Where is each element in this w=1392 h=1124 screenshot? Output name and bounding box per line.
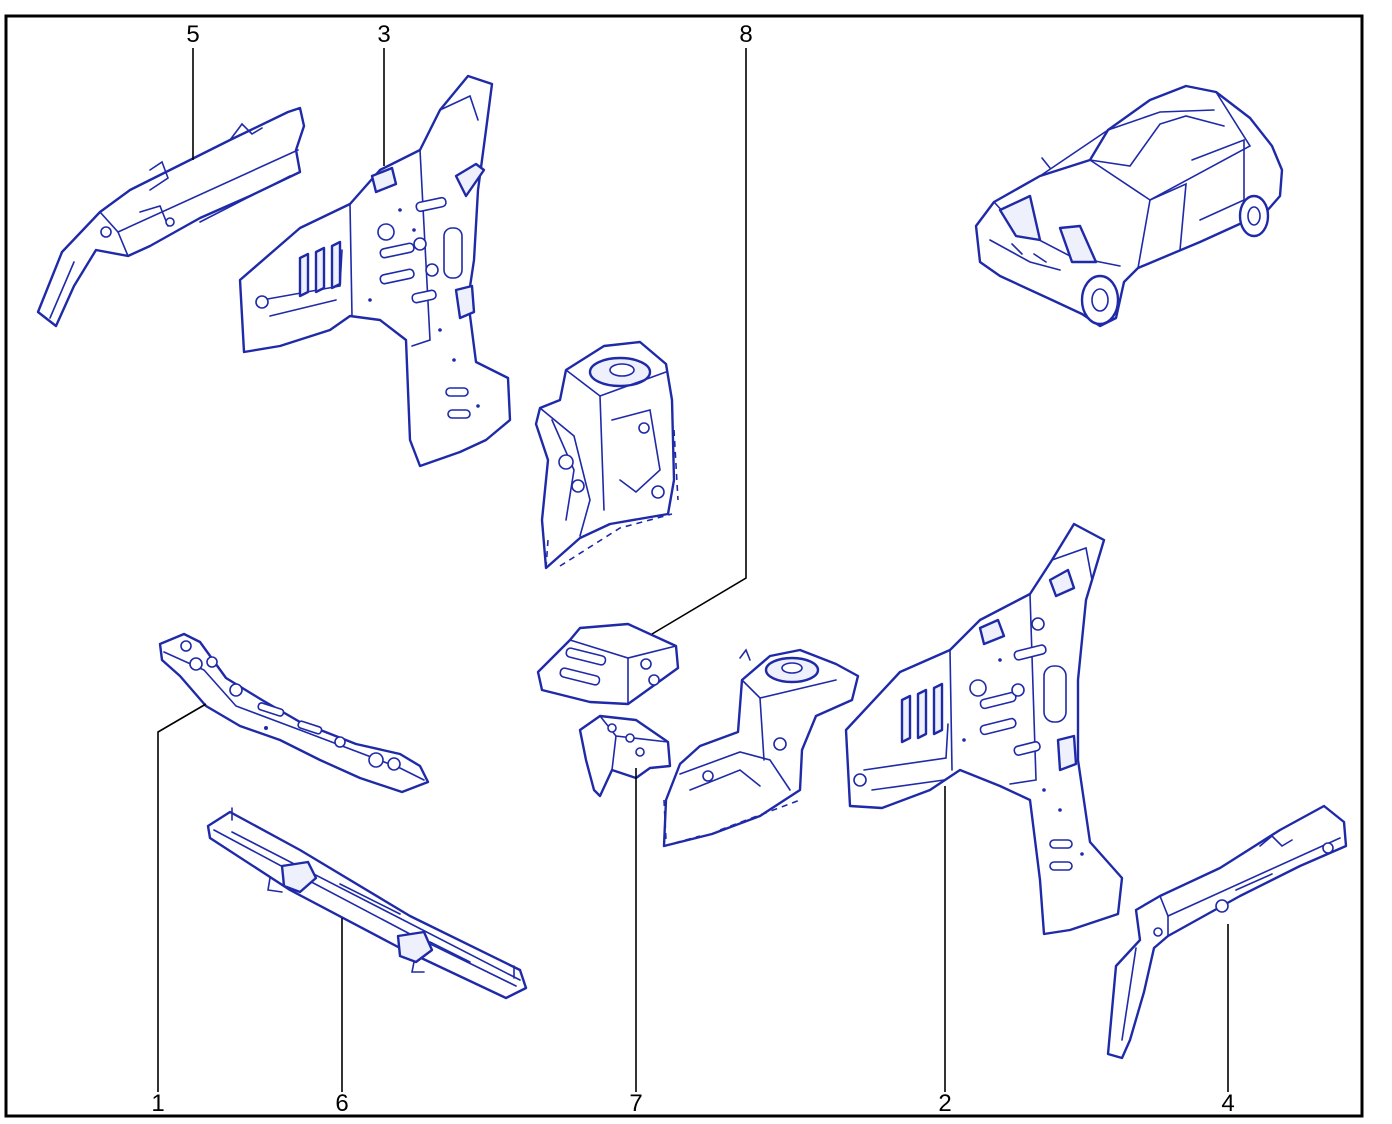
part-5-upper-rail <box>36 106 306 328</box>
leader-8 <box>651 48 747 635</box>
part-3-side-panel-left <box>238 74 512 468</box>
callout-6: 6 <box>335 1090 348 1117</box>
part-strut-tower-upper <box>534 340 679 570</box>
part-1-cross-member <box>158 632 430 794</box>
part-6-lower-rail <box>206 807 528 1000</box>
callout-7: 7 <box>629 1090 642 1117</box>
callout-8: 8 <box>739 21 752 48</box>
part-strut-tower-lower <box>662 648 860 848</box>
part-2-side-panel-right <box>844 522 1124 936</box>
part-7-support-bracket <box>578 714 672 798</box>
part-8-bracket-plate <box>536 622 680 706</box>
callout-2: 2 <box>938 1090 951 1117</box>
car-outline-icon <box>974 84 1284 328</box>
callout-1: 1 <box>151 1090 164 1117</box>
diagram-border <box>4 14 1364 1118</box>
callout-4: 4 <box>1221 1090 1234 1117</box>
leader-lines <box>157 48 1229 1092</box>
part-4-lower-rail <box>1106 804 1348 1060</box>
callout-5: 5 <box>186 21 199 48</box>
leader-1 <box>157 703 207 1092</box>
callout-3: 3 <box>377 21 390 48</box>
